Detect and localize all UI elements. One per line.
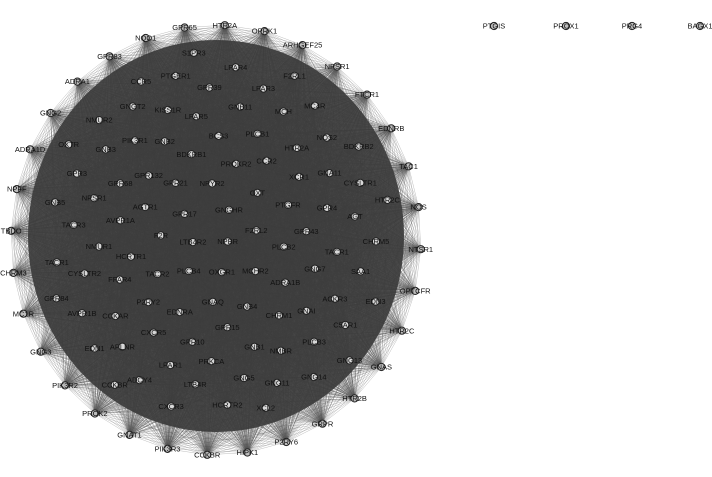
- network-edge: [40, 351, 66, 386]
- network-edge: [109, 27, 185, 57]
- network-edge: [264, 30, 368, 95]
- network-edge: [336, 66, 409, 167]
- network-edge: [50, 37, 146, 114]
- network-edge: [354, 366, 382, 399]
- network-edge: [94, 413, 130, 436]
- network-edge: [302, 44, 338, 67]
- network-edge: [129, 434, 168, 450]
- network-edge: [207, 452, 248, 455]
- network-edge: [381, 330, 403, 368]
- network-edge: [145, 27, 185, 39]
- network-edge: [29, 112, 51, 150]
- network-edge: [207, 423, 323, 455]
- network-edge: [381, 249, 421, 368]
- network-edge: [322, 330, 403, 424]
- network-edge: [29, 56, 110, 150]
- network-edge: [184, 27, 303, 46]
- network-edge: [408, 166, 419, 208]
- network-edge: [224, 25, 265, 32]
- network-edges: [11, 25, 421, 455]
- network-edge: [391, 128, 409, 167]
- network-edge: [64, 385, 168, 450]
- network-edge: [145, 30, 265, 39]
- network-edge: [264, 30, 303, 46]
- network-edge: [11, 189, 17, 231]
- network-edge: [415, 249, 421, 291]
- network-edge: [64, 385, 96, 414]
- network-edge: [286, 366, 382, 443]
- network-edge: [13, 149, 31, 273]
- network-edge: [23, 313, 41, 352]
- network-edge: [247, 398, 355, 453]
- network-edge: [40, 351, 130, 436]
- network-edge: [50, 81, 78, 114]
- network-edge: [247, 441, 287, 453]
- network-edge: [109, 37, 146, 57]
- network-edge: [184, 25, 225, 28]
- network-edge: [129, 434, 248, 453]
- network-edge: [77, 27, 185, 82]
- network-edge: [354, 290, 416, 399]
- network-edge: [366, 94, 392, 129]
- network-edge: [408, 166, 416, 291]
- network-edge: [418, 207, 421, 250]
- network-edge: [167, 448, 208, 455]
- network-edge: [23, 313, 130, 436]
- network-edge: [11, 230, 14, 273]
- network-edge: [11, 230, 41, 352]
- network-edge: [77, 56, 110, 82]
- network-edge: [366, 94, 419, 208]
- network-edge: [11, 112, 51, 231]
- network-edge: [16, 149, 31, 190]
- network-edge: [23, 313, 96, 414]
- network-edge: [109, 25, 225, 57]
- network-edge: [167, 441, 287, 450]
- network-edge: [16, 189, 24, 314]
- network-edge: [391, 128, 421, 250]
- network-edge: [13, 272, 24, 314]
- network-edge: [401, 207, 419, 331]
- network-edge: [286, 423, 323, 443]
- network-edge: [401, 290, 416, 331]
- network-edge: [224, 25, 338, 67]
- network-edge: [94, 413, 208, 455]
- network-edge: [322, 398, 355, 424]
- network-edge: [16, 81, 78, 190]
- network-edge: [302, 44, 392, 129]
- network-edge: [13, 272, 66, 386]
- network-edge: [336, 66, 368, 95]
